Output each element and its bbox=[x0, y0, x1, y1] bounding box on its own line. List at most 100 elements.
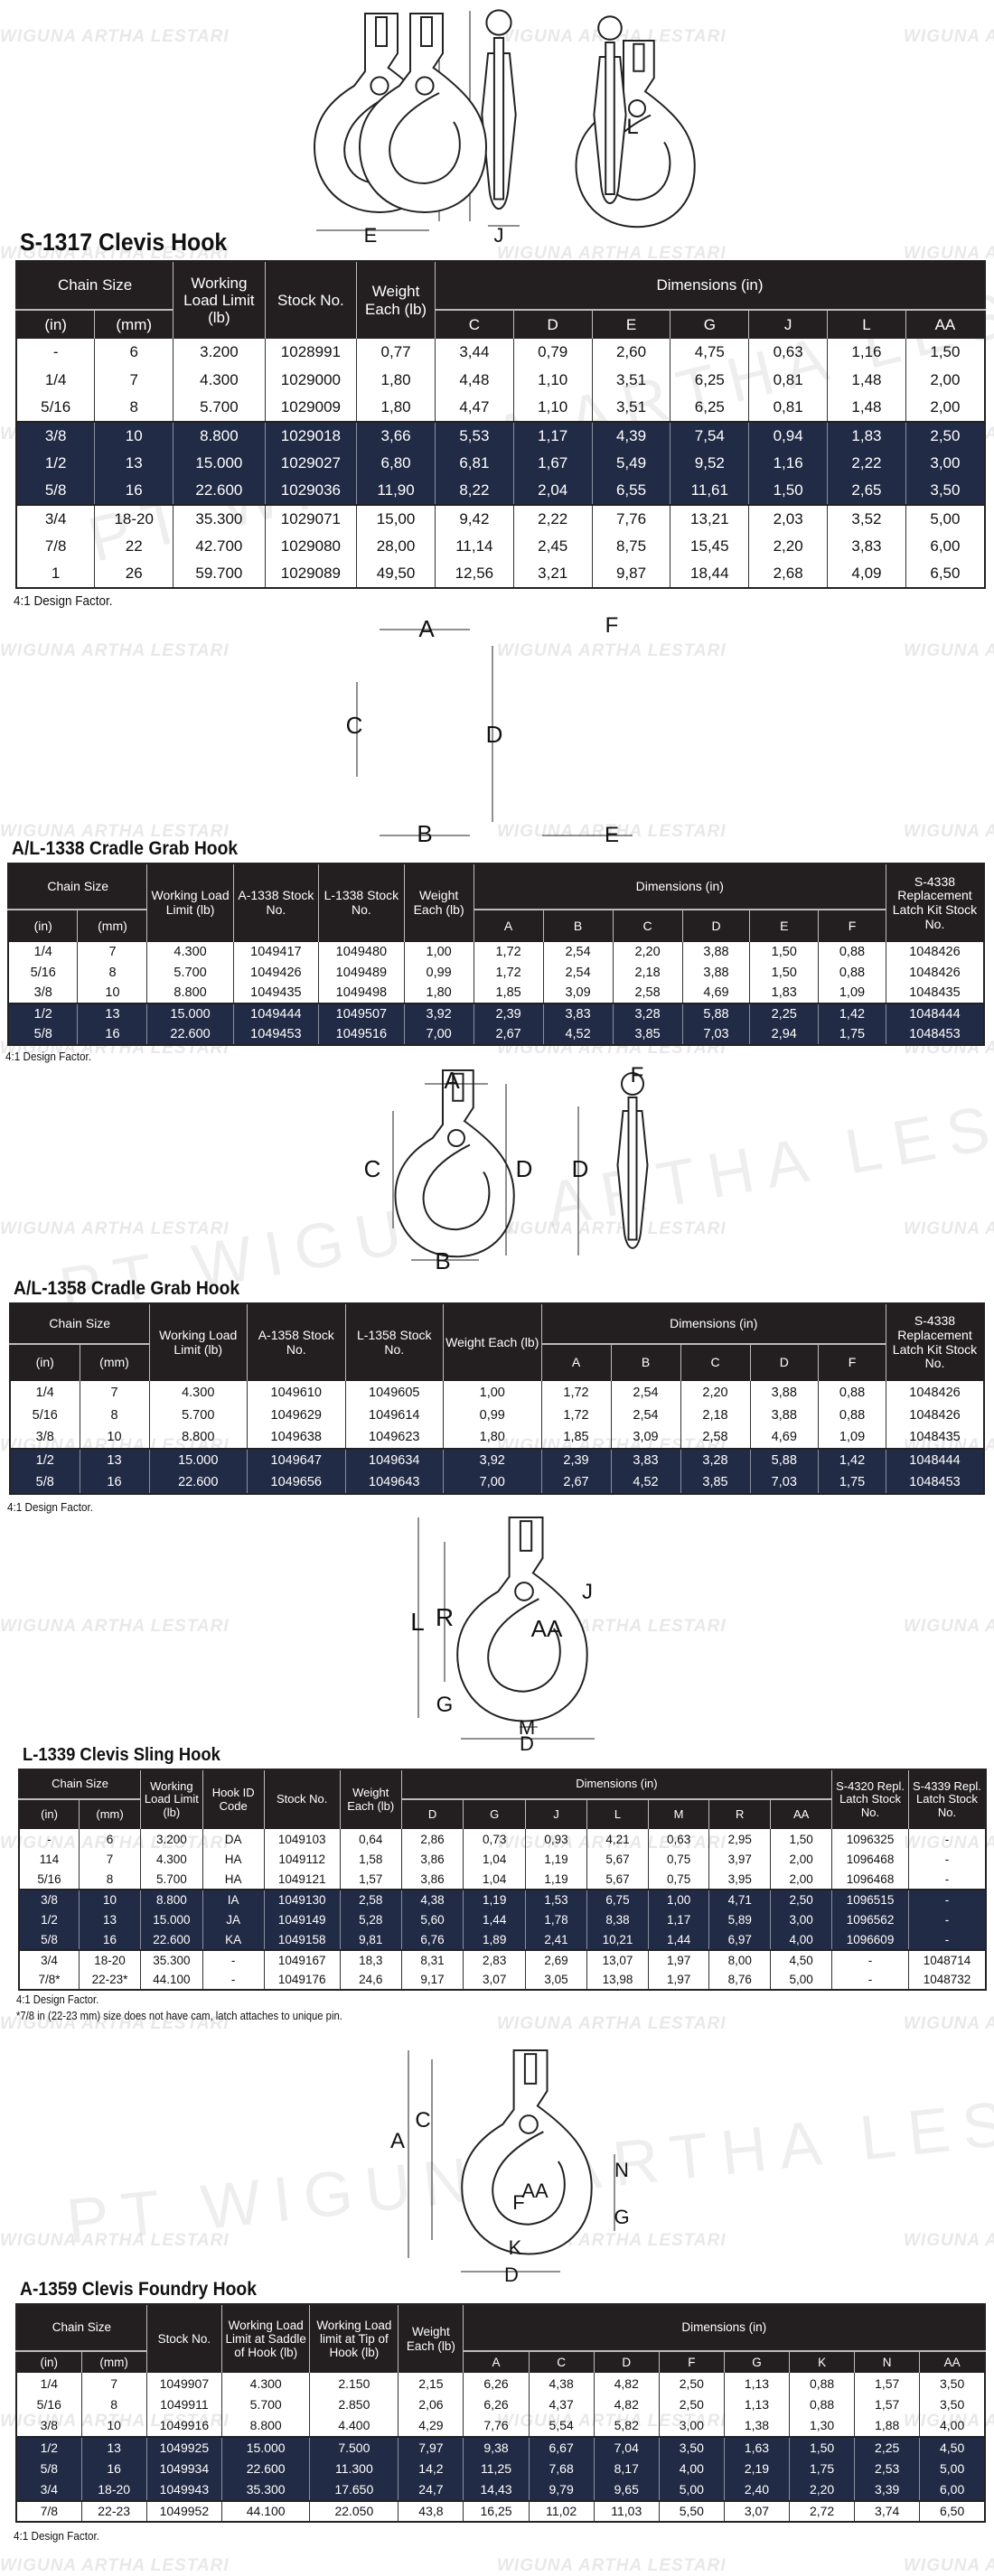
table-cell: 4,69 bbox=[681, 983, 751, 1004]
table-cell: 3,92 bbox=[443, 1448, 542, 1471]
table-cell: 4,82 bbox=[593, 2394, 660, 2416]
table-cell: 5,67 bbox=[586, 1869, 649, 1890]
table-cell: - bbox=[202, 1948, 265, 1971]
table-cell: 0,94 bbox=[748, 421, 829, 450]
column-header: AA bbox=[905, 309, 986, 339]
table-cell: 5,28 bbox=[339, 1909, 402, 1930]
table-cell: 15,00 bbox=[356, 504, 436, 533]
table-cell: 0,63 bbox=[748, 339, 829, 367]
table-cell: 1048435 bbox=[885, 983, 985, 1004]
dimension-label: D bbox=[504, 2263, 519, 2286]
table-cell: 3/4 bbox=[15, 504, 96, 533]
table-cell: 2,60 bbox=[591, 339, 671, 367]
column-header: A bbox=[473, 909, 544, 942]
column-header: L bbox=[586, 1798, 649, 1829]
column-header: Working Load Limit (lb) bbox=[140, 1769, 203, 1829]
table-cell: 2,18 bbox=[680, 1404, 751, 1426]
table-cell: 3,07 bbox=[723, 2499, 791, 2523]
dimension-label: F bbox=[512, 2191, 524, 2214]
table-cell: - bbox=[18, 1829, 80, 1850]
table-cell: 8,17 bbox=[593, 2458, 660, 2479]
table-cell: 1049614 bbox=[344, 1404, 444, 1426]
table-cell: 4.300 bbox=[221, 2373, 311, 2394]
column-header: F bbox=[658, 2350, 725, 2373]
table-cell: 3,44 bbox=[434, 339, 514, 367]
table-cell: 6,25 bbox=[670, 366, 750, 395]
table-cell: 2,39 bbox=[473, 1003, 544, 1025]
table-cell: 1,44 bbox=[463, 1909, 527, 1930]
table-cell: 5.700 bbox=[146, 962, 234, 984]
table-cell: 2,00 bbox=[905, 394, 986, 423]
dimension-label: C bbox=[415, 2108, 430, 2133]
table-cell: 8.800 bbox=[146, 983, 234, 1004]
column-header: Weight Each (lb) bbox=[443, 1303, 542, 1381]
table-cell: 5,53 bbox=[434, 421, 514, 450]
table-cell: 1,50 bbox=[770, 1829, 833, 1850]
column-header: J bbox=[748, 309, 829, 339]
table-cell: 2,69 bbox=[525, 1948, 587, 1971]
dimension-label: C bbox=[346, 712, 363, 739]
table-cell: 4,29 bbox=[398, 2415, 464, 2437]
table-cell: 12,56 bbox=[434, 560, 514, 589]
table-cell: - bbox=[907, 1909, 987, 1930]
table-cell: 1/2 bbox=[15, 2435, 82, 2459]
table-cell: 8 bbox=[79, 1869, 142, 1890]
table-cell: 1,83 bbox=[749, 983, 820, 1004]
column-header: (in) bbox=[18, 1798, 80, 1829]
dimension-label: AA bbox=[521, 2179, 549, 2202]
table-cell: 4,69 bbox=[749, 1426, 820, 1449]
table-cell: 6,97 bbox=[708, 1929, 772, 1950]
table-cell: 4.300 bbox=[173, 366, 266, 395]
table-cell: 16 bbox=[79, 1471, 150, 1494]
table-cell: 1096468 bbox=[831, 1869, 909, 1890]
column-header: Dimensions (in) bbox=[434, 261, 986, 310]
column-header: D bbox=[512, 309, 593, 339]
column-header: (mm) bbox=[79, 1343, 150, 1381]
table-cell: 0,75 bbox=[647, 1849, 710, 1870]
table-cell: 1,50 bbox=[789, 2435, 856, 2459]
table-cell: 0,79 bbox=[512, 339, 593, 367]
table-cell: 7 bbox=[80, 2373, 147, 2394]
table-cell: 8.800 bbox=[140, 1888, 203, 1910]
column-header: S-4320 Repl. Latch Stock No. bbox=[831, 1769, 909, 1829]
table-cell: 6,81 bbox=[434, 449, 514, 478]
dimension-label: B bbox=[435, 1247, 450, 1274]
dimension-label: F bbox=[605, 613, 619, 638]
table-cell: 4.300 bbox=[140, 1849, 203, 1870]
table-cell: 5,49 bbox=[591, 449, 671, 478]
table-cell: 1/4 bbox=[15, 2373, 82, 2394]
table-cell: 1049934 bbox=[145, 2458, 223, 2479]
column-header: (mm) bbox=[79, 1798, 142, 1829]
table-cell: 13,98 bbox=[586, 1970, 649, 1991]
column-header: Stock No. bbox=[264, 261, 358, 339]
column-header: E bbox=[749, 909, 820, 942]
dimension-label: AA bbox=[531, 1615, 563, 1642]
table-cell: 1049176 bbox=[263, 1970, 341, 1991]
table-cell: 3,50 bbox=[919, 2394, 986, 2416]
table-cell: 3.200 bbox=[173, 339, 266, 367]
table-cell: 2,15 bbox=[398, 2373, 464, 2394]
table-cell: 1048426 bbox=[885, 1404, 985, 1426]
dimension-label: L bbox=[626, 115, 638, 139]
table-cell: 3,83 bbox=[610, 1448, 681, 1471]
dimension-label: F bbox=[631, 1063, 644, 1087]
product-title: L-1339 Clevis Sling Hook bbox=[23, 1745, 220, 1765]
table-cell: 1,50 bbox=[749, 962, 820, 984]
column-header: B bbox=[542, 909, 614, 942]
table-cell: 1029018 bbox=[264, 421, 358, 450]
table-cell: 1,42 bbox=[818, 1003, 886, 1025]
table-cell: 1049952 bbox=[145, 2499, 223, 2523]
table-cell: 1049629 bbox=[247, 1404, 346, 1426]
table-cell: 44.100 bbox=[140, 1970, 203, 1991]
table-cell: 1/2 bbox=[15, 449, 96, 478]
table-cell: 7 bbox=[77, 942, 148, 963]
table-cell: 9,52 bbox=[670, 449, 750, 478]
table-cell: 4.300 bbox=[148, 1381, 248, 1404]
table-cell: 8,00 bbox=[708, 1948, 772, 1971]
table-cell: 1048453 bbox=[885, 1471, 985, 1494]
